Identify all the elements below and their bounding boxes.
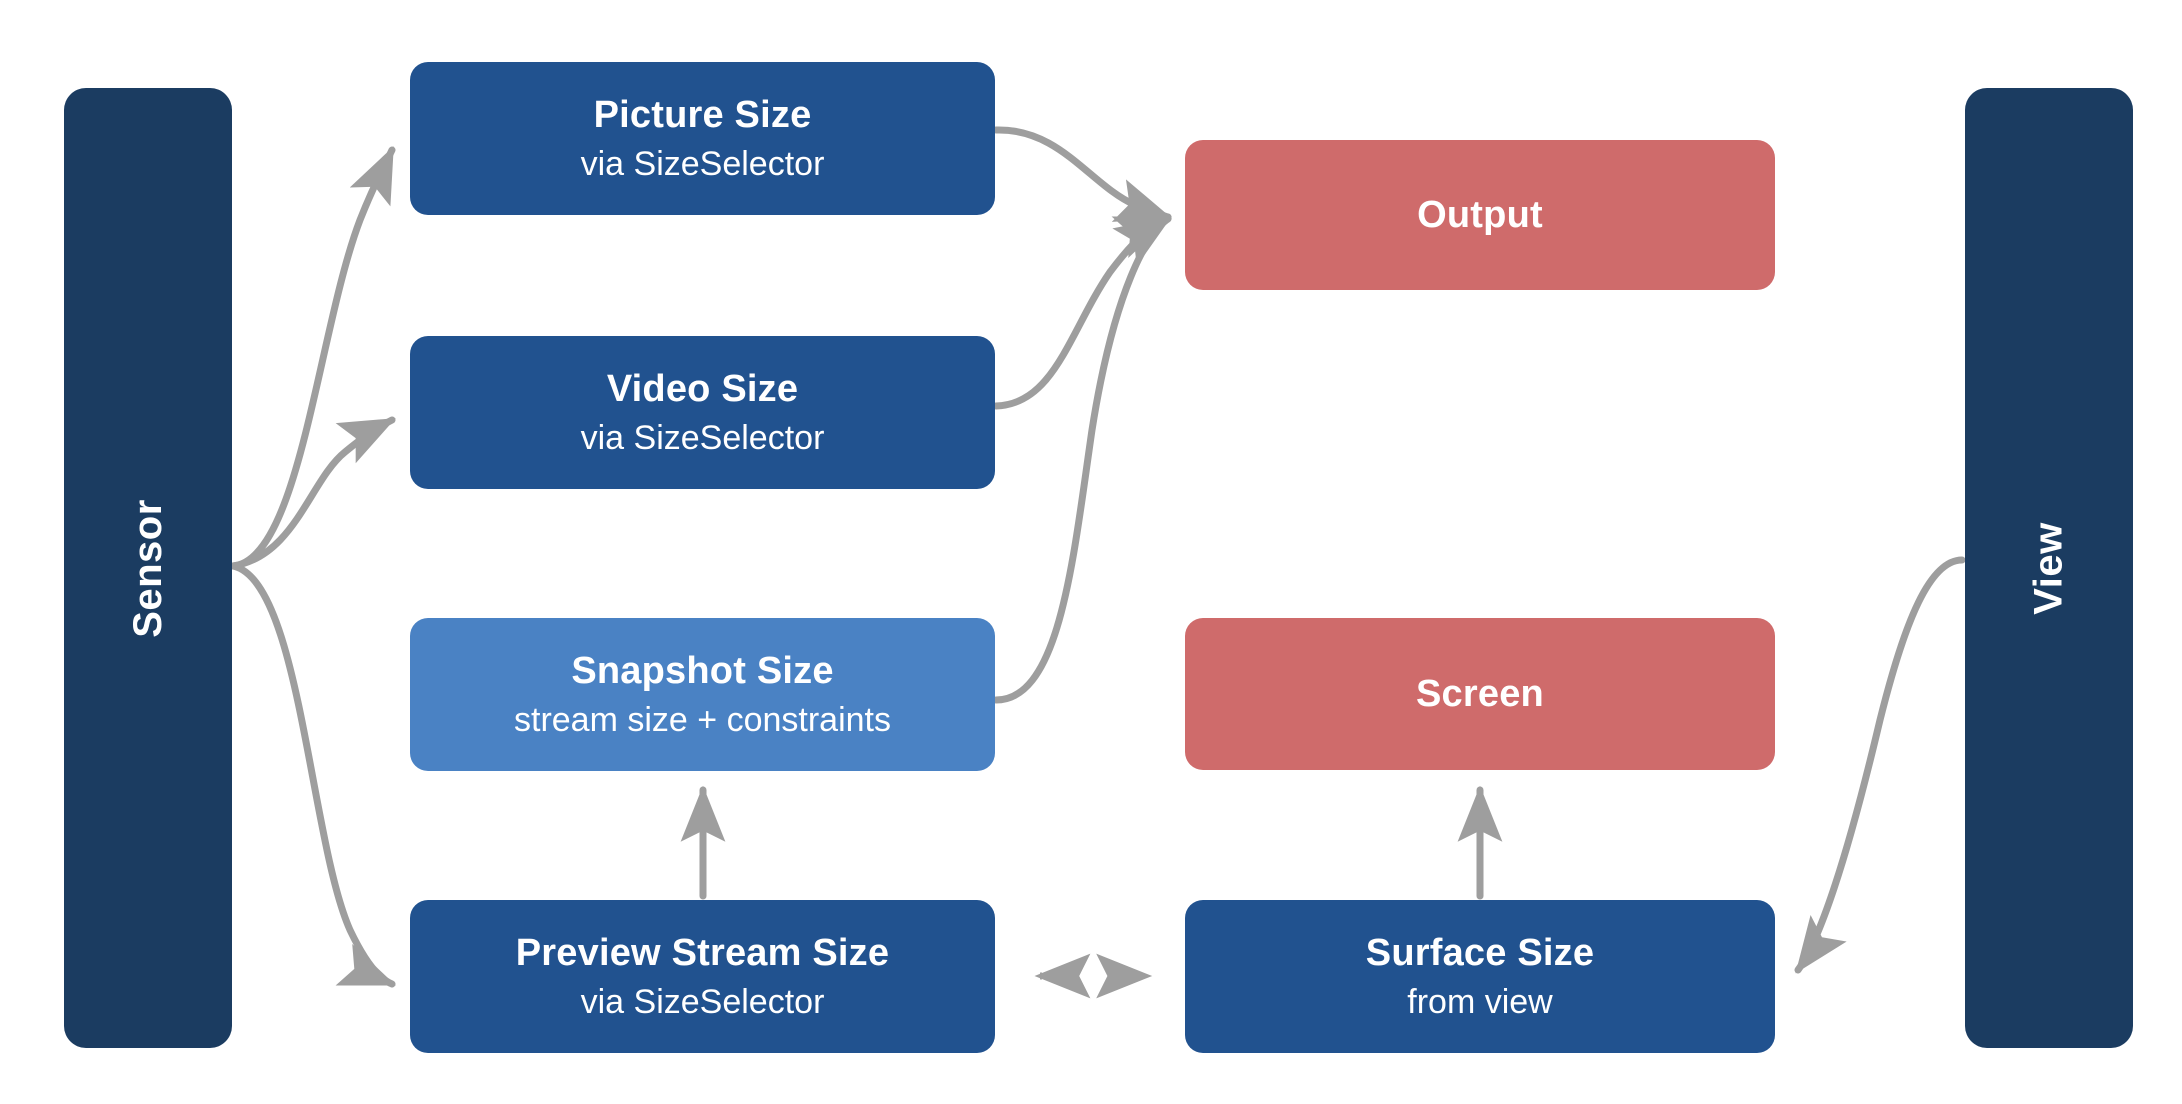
rail-sensor-label: Sensor [125,498,170,638]
edge-snapshot-to-output [992,215,1172,704]
node-picture-size[interactable]: Picture Size via SizeSelector [410,62,995,215]
edge-sensor-to-preview [229,562,396,988]
node-screen[interactable]: Screen [1185,618,1775,770]
node-snapshot-size[interactable]: Snapshot Size stream size + constraints [410,618,995,771]
rail-view[interactable]: View [1965,88,2133,1048]
edge-sensor-to-picture [229,146,396,570]
node-preview-stream-size-title: Preview Stream Size [515,932,890,975]
node-surface-size-subtitle: from view [1407,982,1553,1021]
rail-sensor[interactable]: Sensor [64,88,232,1048]
node-picture-size-title: Picture Size [593,94,812,137]
edge-video-to-output [992,214,1172,410]
node-video-size[interactable]: Video Size via SizeSelector [410,336,995,489]
node-output-title: Output [1417,193,1543,236]
node-snapshot-size-subtitle: stream size + constraints [514,700,891,739]
node-video-size-title: Video Size [606,368,799,411]
edge-view-to-surface [1794,556,1966,974]
node-picture-size-subtitle: via SizeSelector [580,144,825,183]
node-preview-stream-size-subtitle: via SizeSelector [580,982,825,1021]
node-screen-title: Screen [1416,672,1544,715]
node-surface-size-title: Surface Size [1365,932,1595,975]
node-video-size-subtitle: via SizeSelector [580,418,825,457]
edge-picture-to-output [992,126,1172,222]
rail-view-label: View [2026,521,2071,615]
edge-sensor-to-video [229,416,396,570]
node-surface-size[interactable]: Surface Size from view [1185,900,1775,1053]
node-output[interactable]: Output [1185,140,1775,290]
node-preview-stream-size[interactable]: Preview Stream Size via SizeSelector [410,900,995,1053]
node-snapshot-size-title: Snapshot Size [571,650,834,693]
